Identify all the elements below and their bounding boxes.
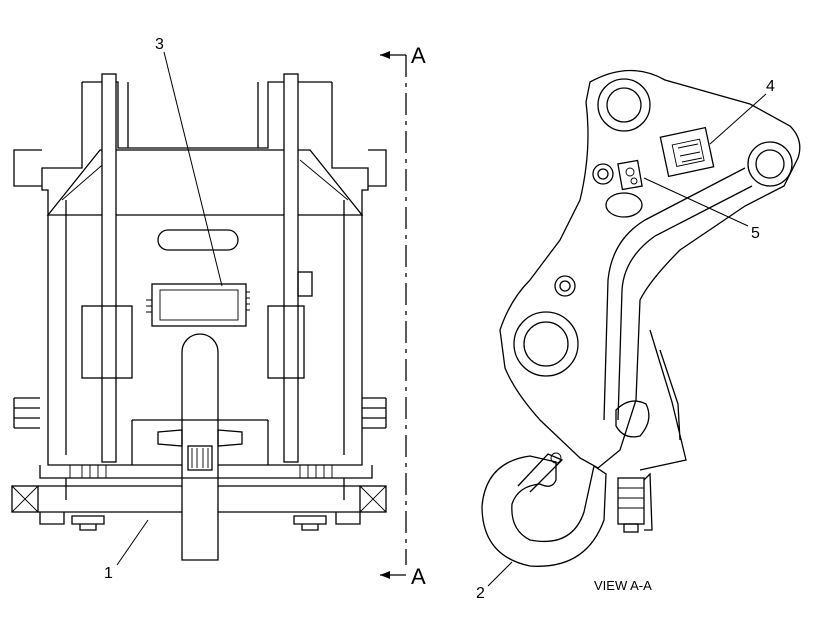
callout-2: 2 <box>476 585 485 602</box>
hook <box>481 455 607 567</box>
leader-1 <box>116 519 149 566</box>
callout-4: 4 <box>766 78 775 95</box>
callout-3: 3 <box>155 36 164 53</box>
left-side-block <box>81 305 133 379</box>
view-label: VIEW A-A <box>594 578 652 593</box>
lower-bolt-assembly <box>617 472 653 533</box>
hook-shank <box>181 333 219 561</box>
decal-4 <box>659 126 715 178</box>
leader-3 <box>163 51 223 287</box>
front-view-coupler <box>11 73 387 561</box>
callout-5: 5 <box>751 225 760 242</box>
section-line <box>380 51 407 579</box>
leader-5 <box>643 177 749 227</box>
upper-pin-boss <box>597 78 651 132</box>
left-side-plate <box>101 73 117 463</box>
side-view-coupler <box>481 69 801 567</box>
leader-2 <box>487 561 513 587</box>
lower-pin-boss <box>513 311 579 377</box>
right-side-plate <box>283 73 299 463</box>
section-marker-bottom-letter: A <box>411 564 426 589</box>
leader-4 <box>709 93 767 145</box>
right-side-block <box>267 305 305 379</box>
left-end-block <box>11 485 39 513</box>
upper-slot <box>157 229 239 251</box>
coupler-body <box>499 69 801 469</box>
leader-lines <box>116 51 767 587</box>
hook-mount <box>157 429 243 471</box>
part-5 <box>617 159 643 191</box>
callout-1: 1 <box>104 565 113 582</box>
decal-plate <box>146 283 250 327</box>
section-marker-top-letter: A <box>411 43 426 68</box>
right-eye <box>747 141 793 187</box>
right-end-block <box>359 485 387 513</box>
